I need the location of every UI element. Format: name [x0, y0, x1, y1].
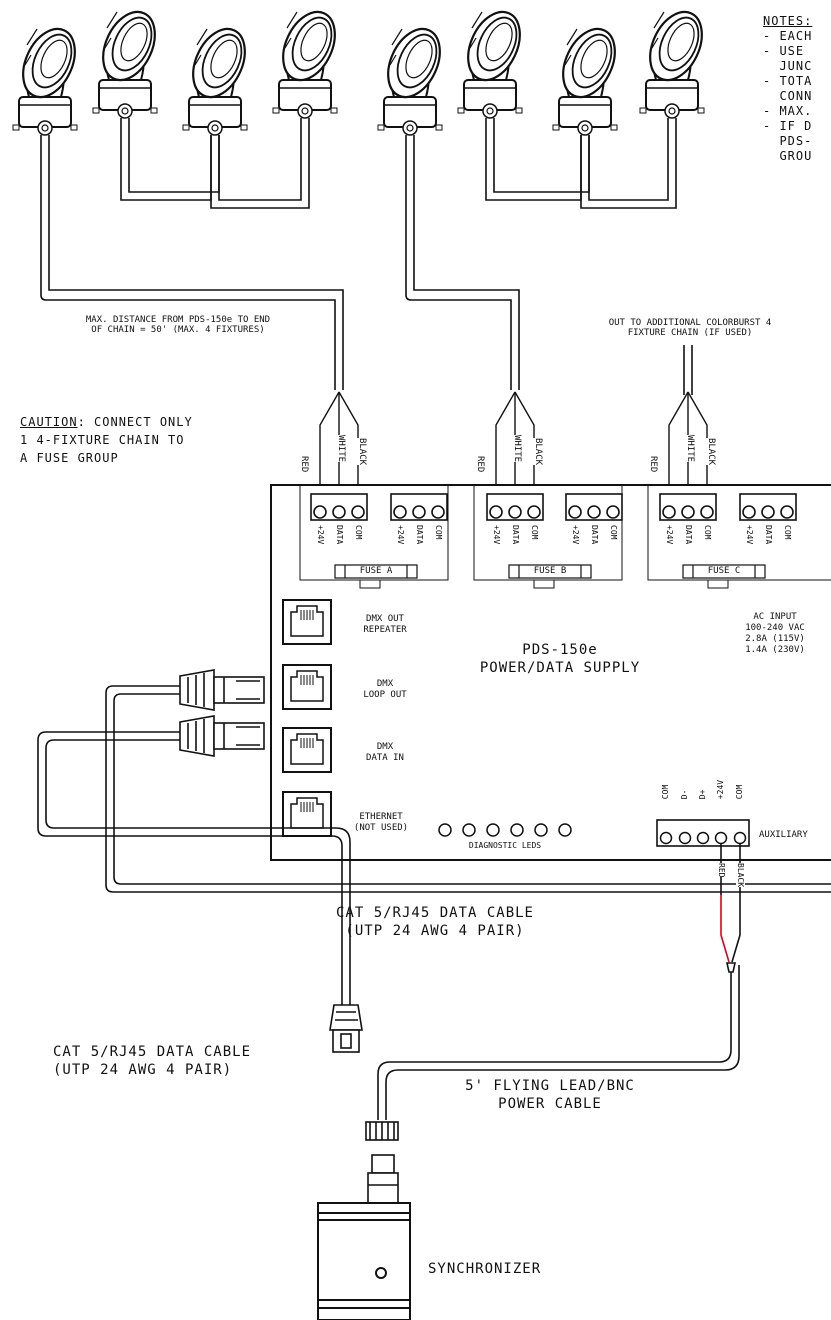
- fixture-chain-1: [11, 2, 347, 137]
- aux-label: +24V: [715, 779, 725, 800]
- terminal-label: COM: [434, 525, 443, 540]
- dmx-out-label-2: REPEATER: [363, 625, 407, 635]
- ethernet-label-1: ETHERNET: [359, 812, 403, 822]
- dmx-loop-label-2: LOOP OUT: [363, 690, 407, 700]
- data-cables: [37, 685, 831, 1005]
- terminal-label: +24V: [316, 525, 325, 545]
- note-line: - TOTA: [763, 74, 813, 88]
- terminal-label: +24V: [492, 525, 501, 545]
- flying-lead-label-1: 5' FLYING LEAD/BNC: [465, 1078, 635, 1094]
- sync-rj45-plug: [329, 1004, 363, 1053]
- terminal-label: +24V: [665, 525, 674, 545]
- terminal-label: DATA: [764, 525, 773, 545]
- note-line: - EACH: [763, 29, 813, 43]
- caution-line-3: A FUSE GROUP: [20, 451, 119, 465]
- supply-name: PDS-150e: [522, 642, 598, 658]
- fuse-a-label: FUSE A: [359, 566, 393, 576]
- aux-label: D-: [679, 789, 689, 800]
- fuse-c-label: FUSE C: [707, 566, 741, 576]
- caution-line-2: 1 4-FIXTURE CHAIN TO: [20, 433, 185, 447]
- max-distance-label-1: MAX. DISTANCE FROM PDS-150e TO END: [85, 315, 271, 325]
- bnc-connector: [365, 1121, 399, 1204]
- dmx-in-port: [282, 727, 332, 773]
- terminal-label: COM: [783, 525, 792, 540]
- wire-label-red: RED: [647, 456, 658, 473]
- terminal-label: +24V: [571, 525, 580, 545]
- ac-input-line: 2.8A (115V): [745, 634, 805, 644]
- aux-wire-red: RED: [716, 863, 726, 878]
- supply-subtitle: POWER/DATA SUPPLY: [479, 660, 641, 676]
- cat5-label-bottom-1: CAT 5/RJ45 DATA CABLE: [53, 1044, 252, 1060]
- terminal-label: +24V: [745, 525, 754, 545]
- wire-label-white: WHITE: [511, 435, 522, 463]
- cat5-label-bottom-2: (UTP 24 AWG 4 PAIR): [53, 1062, 233, 1078]
- terminal-label: DATA: [511, 525, 520, 545]
- additional-chain-label-2: FIXTURE CHAIN (IF USED): [627, 328, 753, 338]
- terminal-label: DATA: [415, 525, 424, 545]
- fixture-cables: [40, 118, 693, 395]
- wire-label-black: BLACK: [705, 438, 716, 466]
- dmx-out-port: [282, 599, 332, 645]
- ac-input-line: 1.4A (230V): [745, 645, 805, 655]
- wire-label-white: WHITE: [684, 435, 695, 463]
- terminal-label: COM: [530, 525, 539, 540]
- dmx-in-label-2: DATA IN: [366, 753, 404, 763]
- dmx-out-label-1: DMX OUT: [366, 614, 404, 624]
- note-line: - MAX.: [763, 104, 813, 118]
- note-line: JUNC: [763, 59, 813, 73]
- terminal-label: COM: [703, 525, 712, 540]
- note-line: PDS-: [763, 134, 813, 148]
- notes-title: NOTES:: [763, 14, 813, 28]
- note-line: - USE: [763, 44, 805, 58]
- caution-line-1: CAUTION: CONNECT ONLY: [20, 415, 193, 430]
- terminal-label: COM: [354, 525, 363, 540]
- aux-label: COM: [660, 784, 670, 800]
- wire-label-white: WHITE: [335, 435, 346, 463]
- ethernet-port: [282, 791, 332, 837]
- aux-wire-black: BLACK: [735, 863, 745, 888]
- terminal-label: DATA: [335, 525, 344, 545]
- dmx-loop-port: [282, 664, 332, 710]
- diagnostic-leds-label: DIAGNOSTIC LEDS: [468, 841, 542, 850]
- ac-input-line: 100-240 VAC: [745, 623, 805, 633]
- wire-label-black: BLACK: [532, 438, 543, 466]
- note-line: CONN: [763, 89, 813, 103]
- caution-word: CAUTION: [20, 415, 78, 429]
- note-line: - IF D: [763, 119, 813, 133]
- rj45-plugs: [179, 669, 265, 757]
- flying-lead-label-2: POWER CABLE: [498, 1096, 602, 1112]
- aux-label: D+: [697, 789, 707, 800]
- fixture-chain-2: [376, 2, 714, 137]
- auxiliary-terminal: [656, 819, 750, 847]
- wire-label-black: BLACK: [356, 438, 367, 466]
- terminal-label: +24V: [396, 525, 405, 545]
- aux-label: COM: [734, 784, 744, 800]
- cat5-label-top-1: CAT 5/RJ45 DATA CABLE: [335, 905, 534, 921]
- additional-chain-label-1: OUT TO ADDITIONAL COLORBURST 4: [608, 318, 772, 328]
- wire-label-red: RED: [298, 456, 309, 473]
- terminal-label: DATA: [684, 525, 693, 545]
- auxiliary-label: AUXILIARY: [759, 830, 808, 840]
- ethernet-label-2: (NOT USED): [353, 823, 409, 833]
- fuse-boxes: [334, 564, 766, 579]
- synchronizer-box: [317, 1202, 411, 1320]
- terminal-label: COM: [609, 525, 618, 540]
- caution-rest: : CONNECT ONLY: [77, 415, 193, 429]
- terminal-label: DATA: [590, 525, 599, 545]
- diagnostic-leds: [438, 823, 572, 837]
- power-data-supply: [270, 484, 831, 861]
- wire-label-red: RED: [474, 456, 485, 473]
- cat5-label-top-2: (UTP 24 AWG 4 PAIR): [345, 923, 525, 939]
- note-line: GROU: [763, 149, 813, 163]
- synchronizer-label: SYNCHRONIZER: [428, 1261, 542, 1277]
- dmx-loop-label-1: DMX: [376, 679, 394, 689]
- dmx-in-label-1: DMX: [376, 742, 394, 752]
- ac-input-line: AC INPUT: [753, 612, 797, 622]
- fuse-b-label: FUSE B: [533, 566, 567, 576]
- max-distance-label-2: OF CHAIN = 50' (MAX. 4 FIXTURES): [91, 325, 265, 335]
